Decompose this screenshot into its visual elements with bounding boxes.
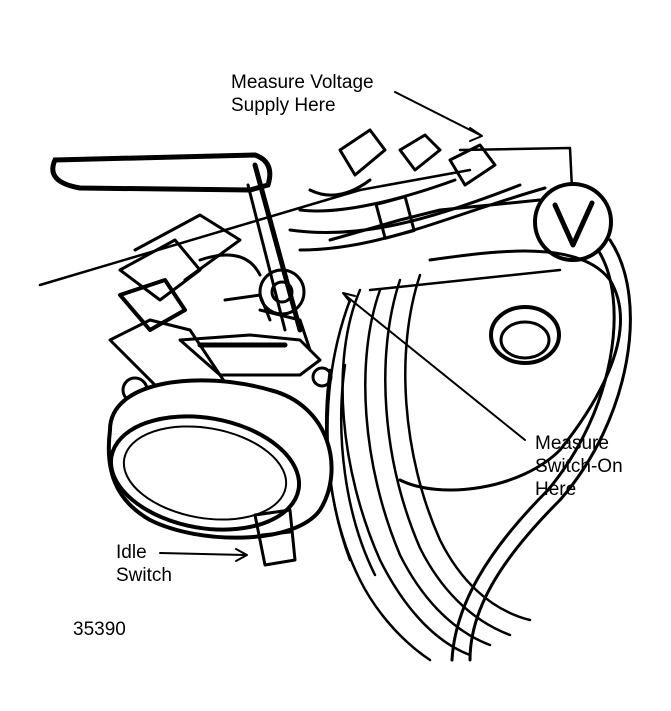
callout-leaders xyxy=(159,91,526,562)
figure-number: 35390 xyxy=(73,619,126,640)
switch-on-label-line2: Switch-On xyxy=(535,456,623,477)
wire-connectors xyxy=(288,128,547,252)
idle-switch-label-line2: Switch xyxy=(116,565,172,586)
voltage-supply-label-line2: Supply Here xyxy=(231,95,336,116)
idle-switch-label-line1: Idle xyxy=(116,542,147,563)
switch-on-label-line3: Here xyxy=(535,479,577,500)
throttle-lever xyxy=(50,152,303,333)
probe-wire xyxy=(328,195,632,662)
voltage-supply-label-line1: Measure Voltage xyxy=(231,72,374,93)
braided-hoses xyxy=(325,273,532,662)
switch-on-label-line1: Measure xyxy=(535,433,609,454)
voltmeter xyxy=(533,182,613,262)
idle-switch xyxy=(253,508,297,567)
background-lines xyxy=(38,146,577,292)
throttle-bore xyxy=(106,378,334,540)
air-duct xyxy=(398,249,622,492)
